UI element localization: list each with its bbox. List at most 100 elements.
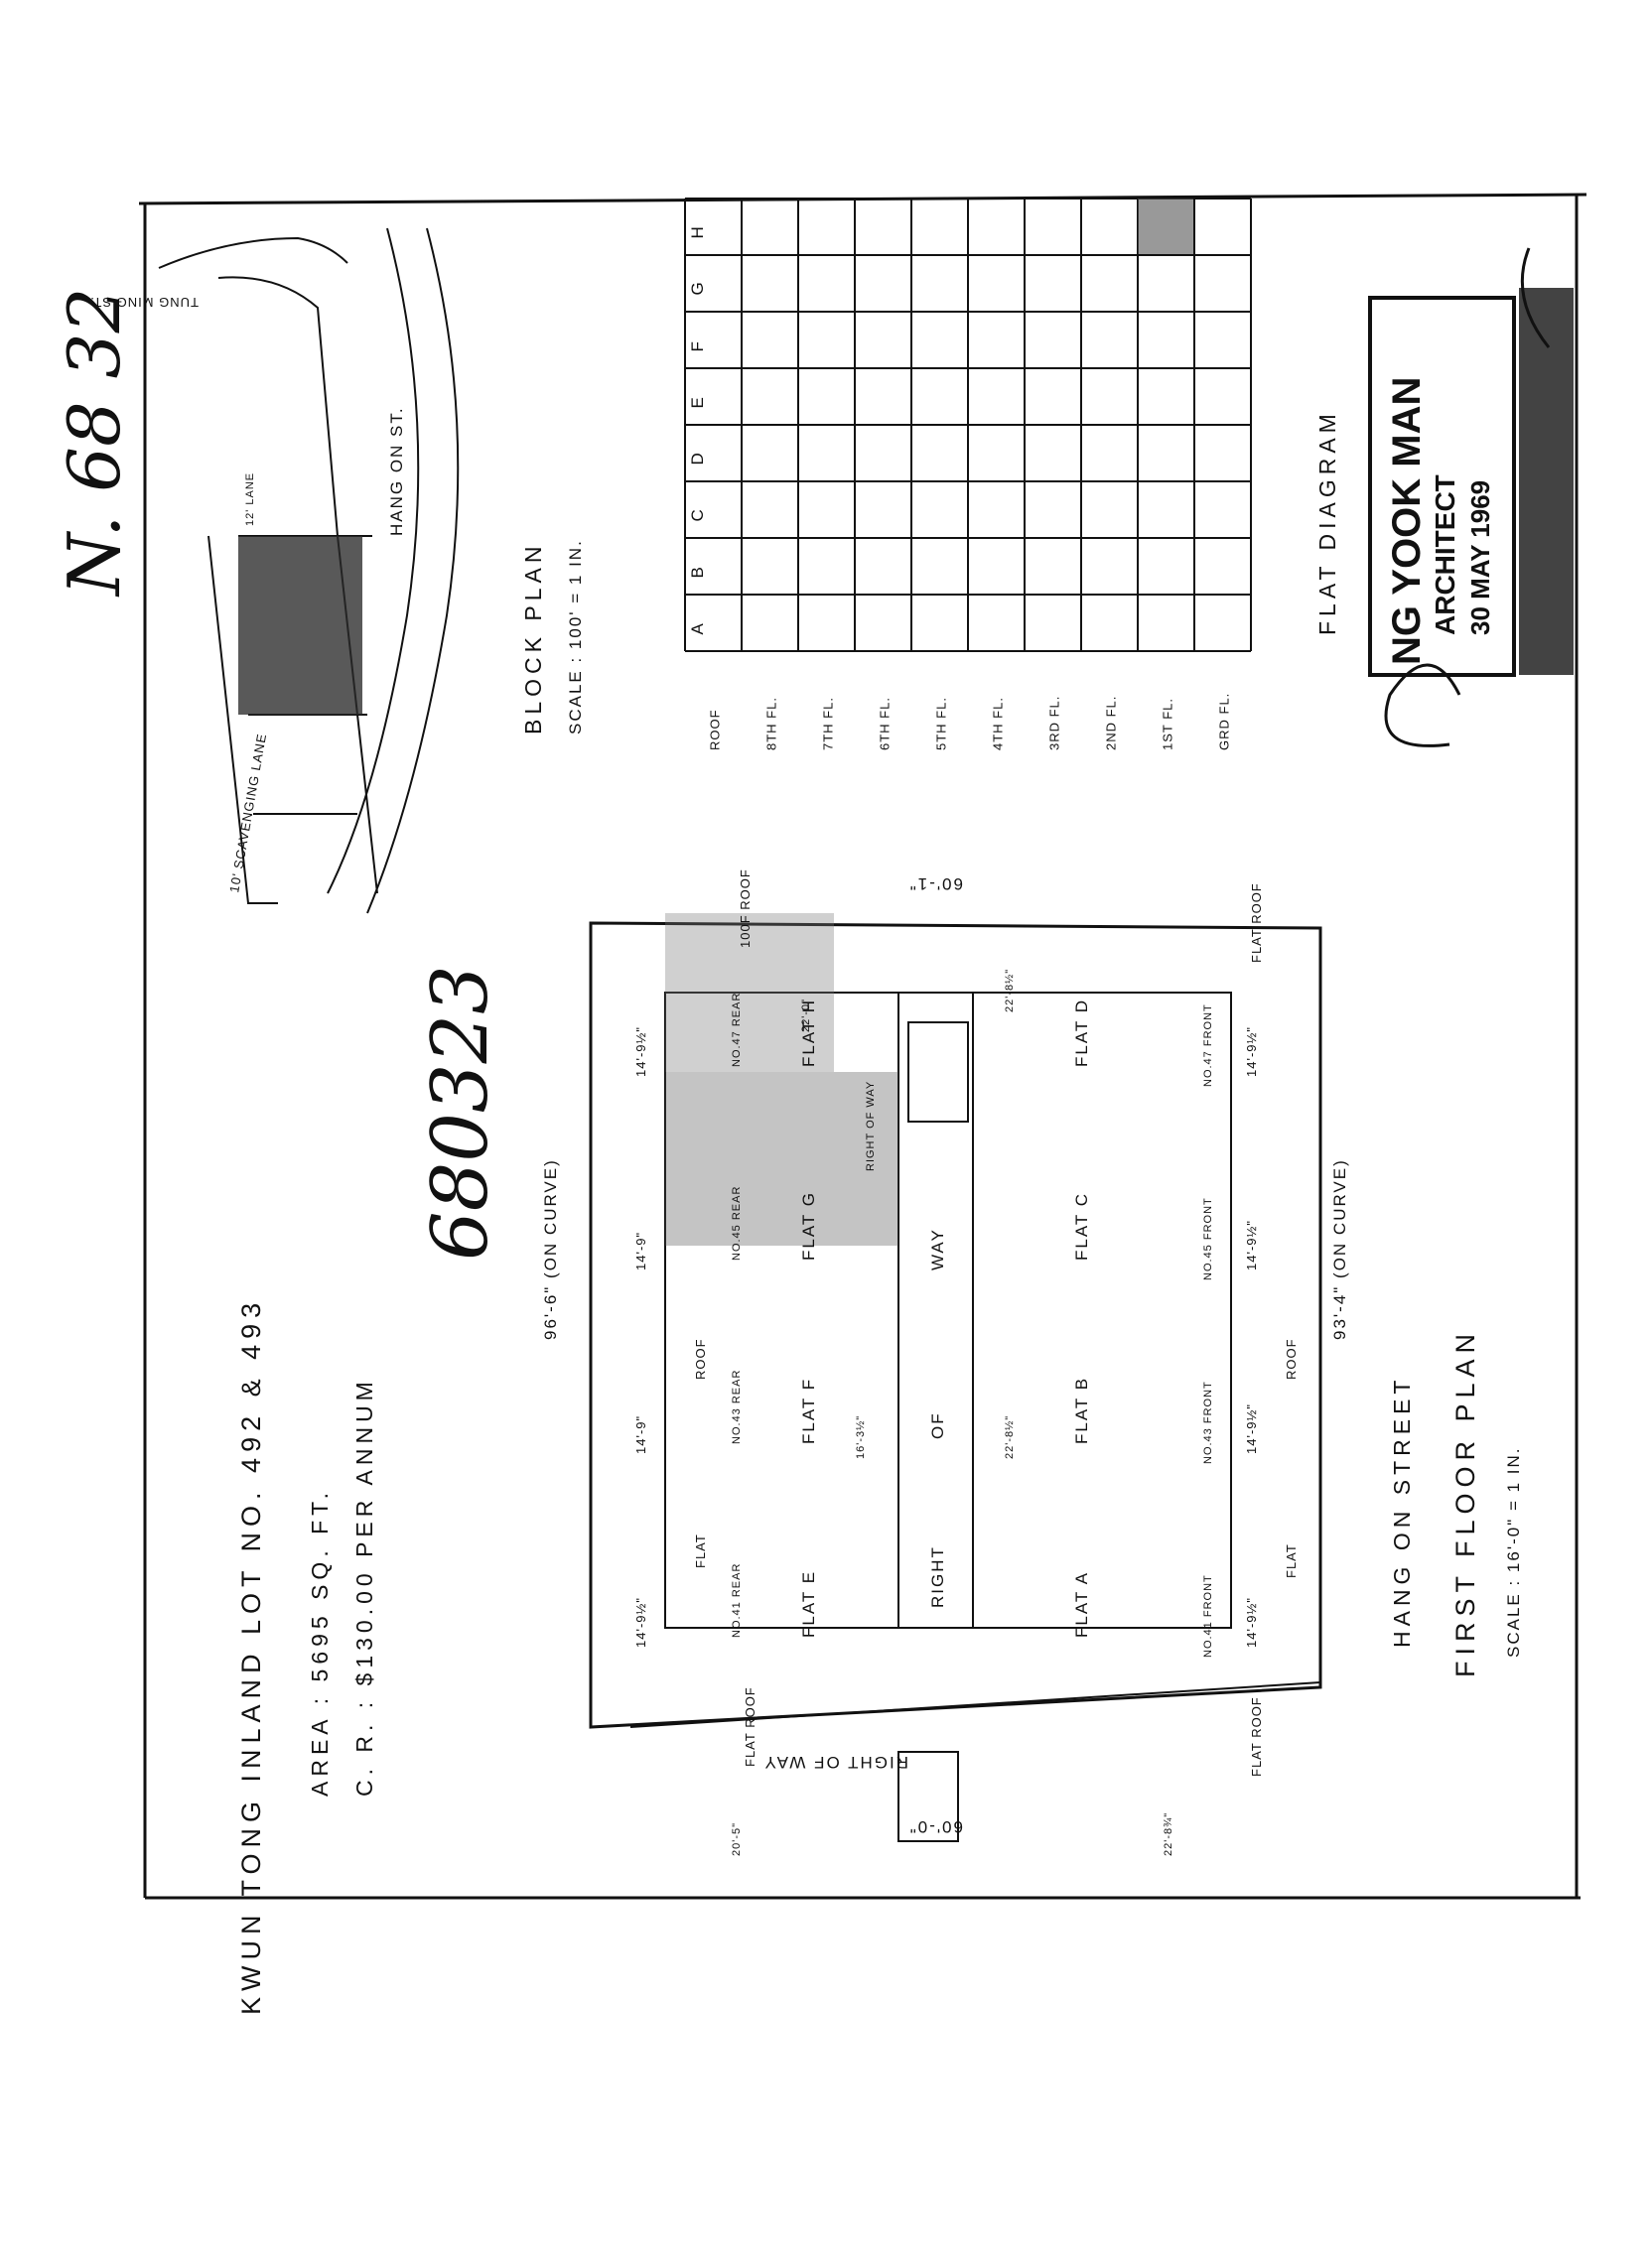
front-roof-label: FLAT ROOF: [1249, 1696, 1264, 1777]
misc-dimension: 20'-5": [731, 1822, 743, 1856]
front-flat-number: NO.43 FRONT: [1202, 1381, 1214, 1464]
row-small: RIGHT OF WAY: [865, 1081, 877, 1171]
lot-number-text: 680323: [416, 965, 505, 1261]
column-label: E: [688, 395, 707, 408]
lane-label: 12' LANE: [244, 472, 256, 526]
floor-label: 5TH FL.: [934, 697, 949, 750]
dim-front: 93'-4" (ON CURVE): [1330, 1158, 1349, 1340]
rear-flat-number: NO.43 REAR: [731, 1370, 743, 1444]
flat-diagram-grid: [684, 198, 1252, 652]
street-label: HANG ON STREET: [1389, 1376, 1415, 1648]
rear-flat-number: NO.47 REAR: [731, 993, 743, 1067]
plan-title: FIRST FLOOR PLAN: [1450, 1328, 1480, 1677]
flat-diagram-title-text: FLAT DIAGRAM: [1314, 409, 1340, 635]
misc-dimension: 22'-8¾": [1163, 1812, 1174, 1856]
flat-diagram-title: FLAT DIAGRAM: [1314, 409, 1340, 635]
dim-left-end-text: 60'-0": [908, 1817, 963, 1836]
rear-roof-label: FLAT: [693, 1534, 708, 1568]
front-flat-width: 14'-9½": [1244, 1403, 1259, 1454]
rear-flat-width: 14'-9": [633, 1232, 648, 1270]
plan-title-text: FIRST FLOOR PLAN: [1450, 1328, 1480, 1677]
front-roof-label: ROOF: [1284, 1338, 1299, 1380]
crown-rent-text: C. R. : $130.00 PER ANNUM: [351, 1377, 377, 1797]
tung-ming-label: TUNG MING ST.: [89, 295, 199, 310]
stamp-date-text: 30 MAY 1969: [1465, 480, 1495, 635]
rear-flat-width: 14'-9½": [633, 1597, 648, 1648]
rear-flat-name: FLAT F: [799, 1378, 818, 1444]
dim-right-end: 60'-1": [908, 874, 963, 893]
block-plan-title: BLOCK PLAN: [520, 542, 546, 734]
front-flat-name: FLAT D: [1072, 999, 1091, 1067]
corridor-word: OF: [928, 1411, 947, 1439]
area-line: AREA : 5695 SQ. FT.: [307, 1488, 333, 1797]
lot-hatch: [238, 536, 362, 715]
front-flat-width: 14'-9½": [1244, 1026, 1259, 1077]
rear-flat-name: FLAT E: [799, 1570, 818, 1638]
rear-flat-name: FLAT G: [799, 1191, 818, 1261]
front-flat-name: FLAT C: [1072, 1192, 1091, 1261]
misc-dimension: 22'-8½": [1004, 969, 1016, 1012]
floor-label: 8TH FL.: [764, 697, 779, 750]
stair-right: [907, 1021, 969, 1123]
front-flat-name: FLAT A: [1072, 1571, 1091, 1638]
dim-rear: 96'-6" (ON CURVE): [541, 1158, 560, 1340]
block-plan-title-text: BLOCK PLAN: [520, 542, 546, 734]
column-label: H: [688, 224, 707, 238]
rear-roof-label: FLAT ROOF: [743, 1686, 757, 1767]
handwritten-lot-number: 680323: [416, 965, 505, 1261]
corridor-word: RIGHT: [928, 1545, 947, 1608]
floor-label: 1ST FL.: [1161, 698, 1175, 750]
floor-label: ROOF: [708, 709, 723, 750]
area-text: AREA : 5695 SQ. FT.: [307, 1488, 333, 1797]
street-tung-ming: TUNG MING ST.: [89, 295, 199, 310]
front-flat-number: NO.45 FRONT: [1202, 1197, 1214, 1280]
flat-diagram-marked-cell: [1138, 199, 1193, 254]
front-block: [972, 992, 1232, 1629]
rear-flat-name: FLAT H: [799, 999, 818, 1067]
front-flat-width: 14'-9½": [1244, 1220, 1259, 1270]
rear-flats: NO.41 REAR FLAT E 14'-9½" NO.43 REAR FLAT F 1…: [633, 868, 818, 1767]
chinese-seal: [1519, 288, 1574, 675]
stamp-border: [1368, 296, 1516, 677]
rear-flat-number: NO.45 REAR: [731, 1186, 743, 1261]
handwritten-ref: N. 68 32: [53, 288, 136, 598]
floor-label: GRD FL.: [1217, 693, 1232, 750]
rear-roof-label: ROOF: [693, 1338, 708, 1380]
hang-on-label: HANG ON ST.: [387, 406, 406, 536]
front-flat-number: NO.47 FRONT: [1202, 1003, 1214, 1087]
rear-flat-width: 14'-9½": [633, 1026, 648, 1077]
street-lane: 12' LANE: [244, 472, 256, 526]
column-label: G: [688, 280, 707, 295]
misc-dimension: 16'-3½": [855, 1415, 867, 1459]
front-flat-width: 14'-9½": [1244, 1597, 1259, 1648]
plan-scale: SCALE : 16'-0" = 1 IN.: [1504, 1447, 1523, 1659]
plot-outline: [589, 921, 1322, 1729]
corridor-word: WAY: [928, 1228, 947, 1270]
dim-left-end: 60'-0": [908, 1817, 963, 1836]
rear-flat-number: NO.41 REAR: [731, 1563, 743, 1638]
stair-left: [897, 1751, 959, 1842]
stamp-name-text: NG YOOK MAN: [1385, 377, 1429, 665]
misc-dimension: 22'-8½": [1004, 1415, 1016, 1459]
signature: [1384, 247, 1551, 747]
stamp-role-text: ARCHITECT: [1430, 474, 1460, 635]
dim-right-end-text: 60'-1": [908, 874, 963, 893]
scavenging-lane: [207, 535, 278, 904]
hang-on-st-curb-outer: [366, 227, 460, 914]
floor-label: 2ND FL.: [1104, 696, 1119, 750]
ref-number-text: N. 68 32: [53, 288, 136, 598]
title-line: KWUN TONG INLAND LOT NO. 492 & 493: [236, 1297, 266, 2015]
block-plan-scale: SCALE : 100' = 1 IN.: [566, 539, 585, 734]
column-label: D: [688, 451, 707, 465]
block-outline: [217, 276, 378, 894]
floor-label: 3RD FL.: [1047, 696, 1062, 750]
block-plan: TUNG MING ST. HANG ON ST. 10' SCAVENGING…: [89, 227, 585, 914]
right-of-way-label: RIGHT OF WAY: [763, 1753, 908, 1772]
plan-scale-text: SCALE : 16'-0" = 1 IN.: [1504, 1447, 1523, 1659]
front-roof-label: FLAT ROOF: [1249, 882, 1264, 963]
